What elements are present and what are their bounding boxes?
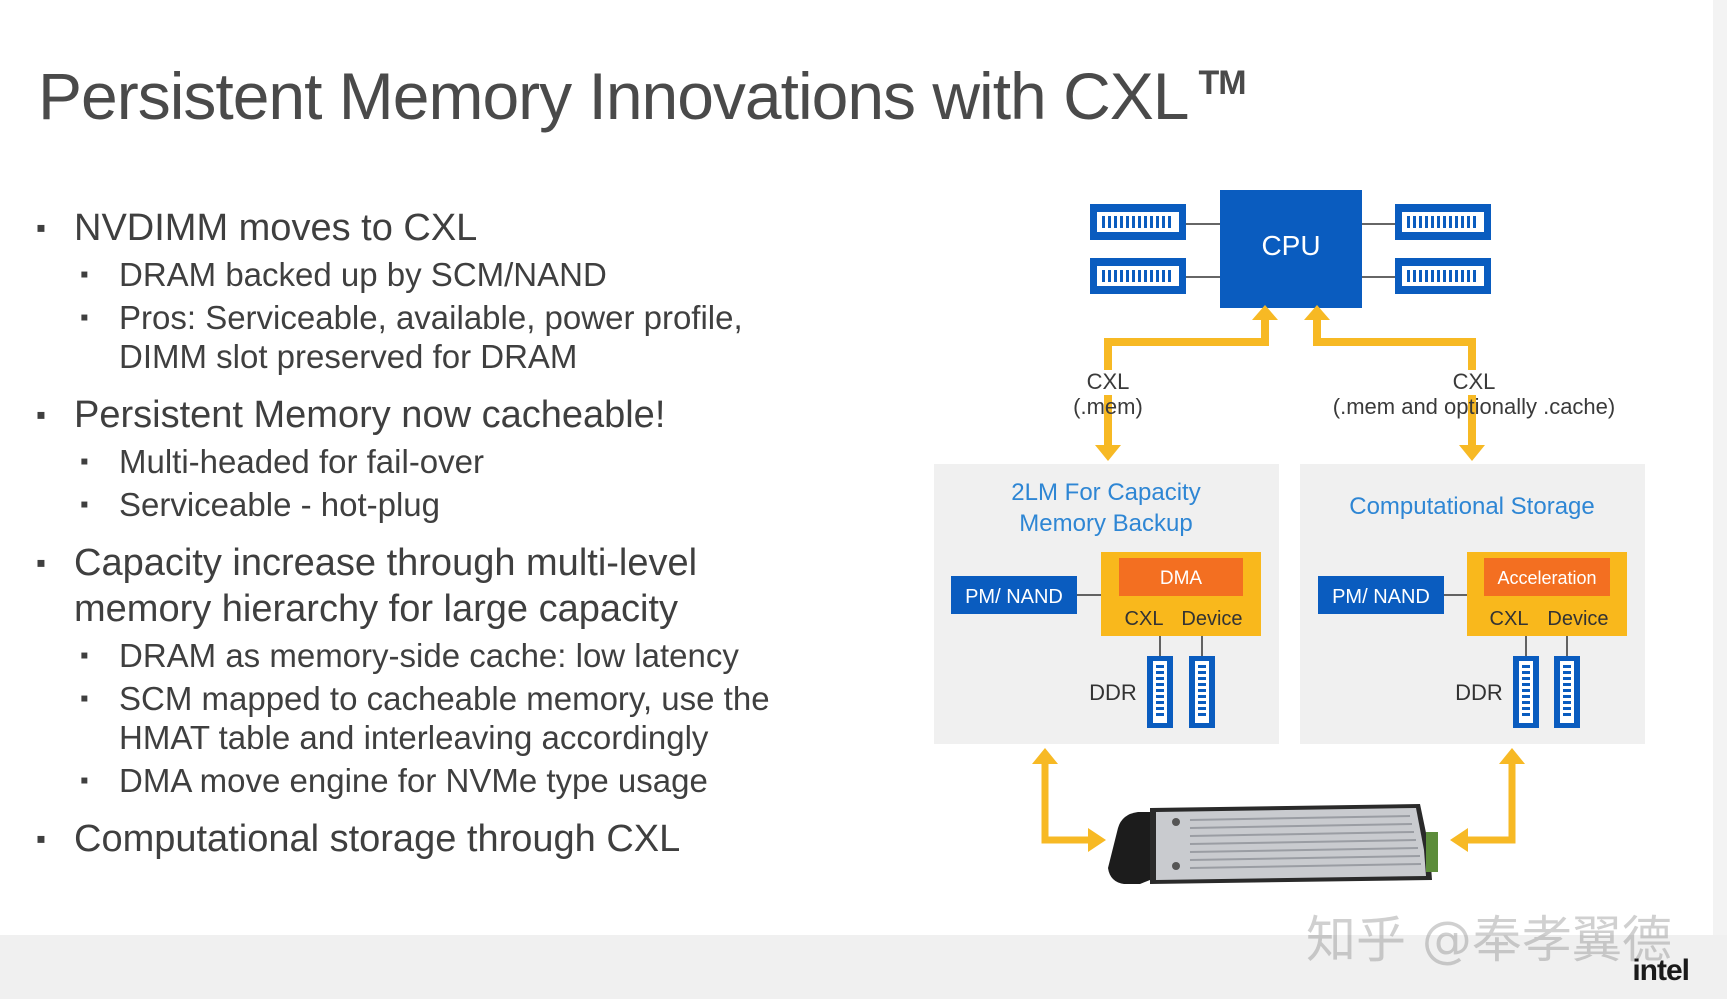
ddr-dimm-icon: [1189, 656, 1215, 728]
cpu-label: CPU: [1261, 230, 1320, 261]
panel-title: Computational Storage: [1349, 493, 1594, 520]
bullet-item: Persistent Memory now cacheable!: [36, 392, 838, 438]
sub-bullet-item: Pros: Serviceable, available, power prof…: [38, 298, 838, 337]
trademark-mark: TM: [1198, 64, 1246, 102]
arrow-head: [1095, 445, 1121, 461]
arrow-head: [1459, 445, 1485, 461]
sub-bullet-item: SCM mapped to cacheable memory, use the: [38, 679, 838, 718]
arrow-head: [1304, 305, 1330, 320]
panel-title: 2LM For Capacity: [1011, 479, 1200, 506]
cpu-block: CPU: [1186, 190, 1395, 308]
arrow-head: [1252, 305, 1278, 320]
drive-arrow-left: [1041, 762, 1090, 844]
bullet-list: NVDIMM moves to CXL DRAM backed up by SCM…: [36, 205, 838, 862]
cxl-mem-arrow: [1104, 318, 1269, 447]
panel-subtitle: Memory Backup: [1019, 510, 1192, 537]
sub-bullet-continuation: HMAT table and interleaving accordingly: [119, 719, 709, 756]
sub-bullet-item: Multi-headed for fail-over: [38, 442, 838, 481]
cxl-label: CXL: [1490, 608, 1529, 630]
right-link-sublabel: (.mem and optionally .cache): [1333, 394, 1615, 419]
dma-engine-label: DMA: [1160, 568, 1203, 589]
ddr-dimm-icon: [1147, 656, 1173, 728]
computational-storage-panel: Computational Storage PM/ NAND Accelerat…: [1300, 464, 1645, 744]
arrow-head: [1032, 748, 1058, 764]
cxl-label: CXL: [1125, 608, 1164, 630]
drive-arrow-right: [1466, 762, 1516, 844]
acceleration-engine-label: Acceleration: [1497, 568, 1596, 588]
bullet-continuation: memory hierarchy for large capacity: [74, 588, 678, 630]
2lm-panel: 2LM For Capacity Memory Backup PM/ NAND …: [934, 464, 1279, 744]
sub-bullet-continuation: DIMM slot preserved for DRAM: [119, 338, 578, 375]
device-label: Device: [1547, 608, 1608, 630]
intel-logo: intel: [1632, 954, 1690, 987]
dram-dimm-icon: [1395, 204, 1491, 240]
watermark: 知乎 @奉孝翼德: [1306, 911, 1672, 969]
sub-bullet-item: DRAM backed up by SCM/NAND: [38, 255, 838, 294]
ddr-label: DDR: [1089, 680, 1137, 705]
cxl-mem-cache-arrow: [1313, 318, 1476, 447]
left-link-label: CXL: [1087, 369, 1130, 394]
dram-dimm-icon: [1090, 258, 1186, 294]
bullet-item: NVDIMM moves to CXL: [36, 205, 838, 251]
left-link-sublabel: (.mem): [1073, 394, 1143, 419]
sub-bullet-item: DRAM as memory-side cache: low latency: [38, 636, 838, 675]
cxl-drive-icon: [1108, 804, 1438, 884]
bullet-item: Capacity increase through multi-level: [36, 540, 838, 586]
arrow-head: [1088, 828, 1106, 852]
pm-nand-label: PM/ NAND: [1332, 586, 1430, 608]
device-label: Device: [1181, 608, 1242, 630]
arrow-head: [1450, 828, 1468, 852]
sub-bullet-item: DMA move engine for NVMe type usage: [38, 761, 838, 800]
sub-bullet-item: Serviceable - hot-plug: [38, 485, 838, 524]
pm-nand-label: PM/ NAND: [965, 586, 1063, 608]
right-link-label: CXL: [1453, 369, 1496, 394]
slide-edge: [1713, 0, 1727, 999]
footer-bar: [0, 935, 1727, 999]
bullet-item: Computational storage through CXL: [36, 816, 838, 862]
dram-dimm-icon: [1395, 258, 1491, 294]
ddr-dimm-icon: [1513, 656, 1539, 728]
arrow-head: [1499, 748, 1525, 764]
dram-dimm-icon: [1090, 204, 1186, 240]
ddr-dimm-icon: [1554, 656, 1580, 728]
ddr-label: DDR: [1455, 680, 1503, 705]
